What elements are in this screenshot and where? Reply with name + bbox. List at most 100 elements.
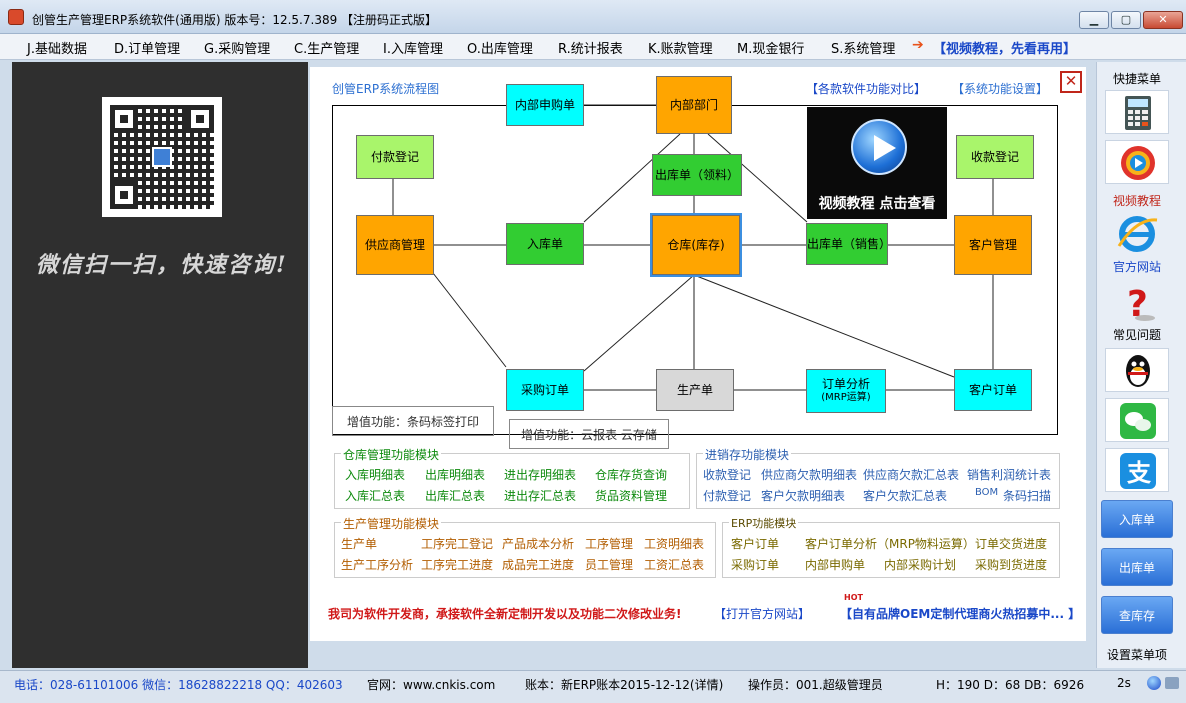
qr-pattern <box>110 105 214 209</box>
menu-outbound-mgmt[interactable]: O.出库管理 <box>467 42 533 57</box>
link-outbound-summary[interactable]: 出库汇总表 <box>425 489 486 503</box>
qr-finder <box>110 105 138 133</box>
link-process-completion-reg[interactable]: 工序完工登记 <box>421 537 494 551</box>
status-account[interactable]: 账本：新ERP账本2015-12-12(详情) <box>525 678 724 692</box>
link-inbound-detail[interactable]: 入库明细表 <box>345 468 406 482</box>
link-outbound-detail[interactable]: 出库明细表 <box>425 468 486 482</box>
calculator-icon[interactable] <box>1105 90 1169 134</box>
link-erp-delivery-progress[interactable]: 订单交货进度 <box>975 537 1048 551</box>
node-customer-mgmt[interactable]: 客户管理 <box>954 215 1032 275</box>
link-customer-debt-detail[interactable]: 客户欠款明细表 <box>761 489 846 503</box>
menu-inbound-mgmt[interactable]: I.入库管理 <box>383 42 443 57</box>
close-window-button[interactable]: ✕ <box>1143 11 1183 29</box>
quick-inbound-button[interactable]: 入库单 <box>1101 500 1173 538</box>
node-purchase-order[interactable]: 采购订单 <box>506 369 584 411</box>
node-internal-dept[interactable]: 内部部门 <box>656 76 732 134</box>
node-payment-reg[interactable]: 付款登记 <box>356 135 434 179</box>
video-tutorial-icon[interactable] <box>1105 140 1169 184</box>
link-product-data[interactable]: 货品资料管理 <box>595 489 668 503</box>
sidebar-item-video[interactable]: 视频教程 <box>1112 194 1161 208</box>
qq-icon[interactable] <box>1105 348 1169 392</box>
menu-settings-link[interactable]: 设置菜单项 <box>1106 648 1167 662</box>
link-supplier-debt-summary[interactable]: 供应商欠款汇总表 <box>863 468 960 482</box>
quick-stock-query-button[interactable]: 查库存 <box>1101 596 1173 634</box>
module-warehouse-title: 仓库管理功能模块 <box>341 446 442 463</box>
sidebar-item-faq[interactable]: 常见问题 <box>1112 328 1161 342</box>
node-outbound-sales[interactable]: 出库单（销售） <box>806 223 891 265</box>
link-payment-reg[interactable]: 付款登记 <box>703 489 752 503</box>
link-barcode-scan[interactable]: 条码扫描 <box>1003 489 1052 503</box>
quick-outbound-button[interactable]: 出库单 <box>1101 548 1173 586</box>
menu-production-mgmt[interactable]: C.生产管理 <box>294 42 360 57</box>
maximize-button[interactable]: ▢ <box>1111 11 1141 29</box>
node-supplier-mgmt[interactable]: 供应商管理 <box>356 215 434 275</box>
link-inbound-summary[interactable]: 入库汇总表 <box>345 489 406 503</box>
menu-basic-data[interactable]: J.基础数据 <box>27 42 87 57</box>
link-wage-summary[interactable]: 工资汇总表 <box>644 558 705 572</box>
video-promo-text: 视频教程 点击查看 <box>818 196 936 212</box>
module-psi-title: 进销存功能模块 <box>703 446 792 463</box>
menu-bar: J.基础数据 D.订单管理 G.采购管理 C.生产管理 I.入库管理 O.出库管… <box>0 34 1186 60</box>
menu-reports[interactable]: R.统计报表 <box>558 42 623 57</box>
main-panel: 创管ERP系统流程图 【各款软件功能对比】 【系统功能设置】 ✕ 内部申购 <box>310 67 1086 641</box>
connector <box>693 274 955 378</box>
link-receipt-reg[interactable]: 收款登记 <box>703 468 752 482</box>
node-receipt-reg[interactable]: 收款登记 <box>956 135 1034 179</box>
sidebar-item-website[interactable]: 官方网站 <box>1112 260 1161 274</box>
question-mark-icon[interactable]: ? <box>1105 280 1169 325</box>
close-panel-button[interactable]: ✕ <box>1060 71 1082 93</box>
link-bom[interactable]: BOM <box>975 487 999 498</box>
quick-menu-sidebar: 快捷菜单 视频教程 官方网站 ? 常见问题 支 入库单 出库单 查库存 设置菜单… <box>1096 62 1186 668</box>
ie-browser-icon[interactable] <box>1105 212 1169 256</box>
alipay-icon[interactable]: 支 <box>1105 448 1169 492</box>
link-wage-detail[interactable]: 工资明细表 <box>644 537 705 551</box>
status-seconds: 2s <box>1117 676 1131 690</box>
link-process-progress[interactable]: 工序完工进度 <box>421 558 494 572</box>
menu-cash-bank[interactable]: M.现金银行 <box>737 42 805 57</box>
node-inbound[interactable]: 入库单 <box>506 223 584 265</box>
oem-recruit-link[interactable]: 【自有品牌OEM定制代理商火热招募中... 】 <box>840 607 1081 621</box>
app-icon <box>8 9 24 25</box>
node-production[interactable]: 生产单 <box>656 369 734 411</box>
node-warehouse[interactable]: 仓库(库存) <box>650 213 742 277</box>
compare-link[interactable]: 【各款软件功能对比】 <box>806 82 927 96</box>
link-product-progress[interactable]: 成品完工进度 <box>502 558 575 572</box>
minimize-button[interactable]: ▁ <box>1079 11 1109 29</box>
menu-purchase-mgmt[interactable]: G.采购管理 <box>204 42 271 57</box>
link-customer-debt-summary[interactable]: 客户欠款汇总表 <box>863 489 948 503</box>
link-employee-mgmt[interactable]: 员工管理 <box>585 558 634 572</box>
link-sales-profit[interactable]: 销售利润统计表 <box>967 468 1052 482</box>
link-stock-query[interactable]: 仓库存货查询 <box>595 468 668 482</box>
node-internal-purchase[interactable]: 内部申购单 <box>506 84 584 126</box>
qr-finder <box>186 105 214 133</box>
link-erp-internal-purchase[interactable]: 内部申购单 <box>805 558 866 572</box>
menu-accounts[interactable]: K.账款管理 <box>648 42 713 57</box>
link-io-summary[interactable]: 进出存汇总表 <box>504 489 577 503</box>
link-production-order[interactable]: 生产单 <box>341 537 378 551</box>
left-panel: 微信扫一扫，快速咨询! <box>12 62 308 668</box>
link-erp-customer-order[interactable]: 客户订单 <box>731 537 780 551</box>
module-production-title: 生产管理功能模块 <box>341 515 442 532</box>
link-supplier-debt-detail[interactable]: 供应商欠款明细表 <box>761 468 858 482</box>
link-erp-mrp-analysis[interactable]: 客户订单分析（MRP物料运算） <box>805 537 975 551</box>
video-tutorial-promo[interactable]: 视频教程 点击查看 <box>807 107 947 219</box>
menu-video-tutorial[interactable]: 【视频教程，先看再用】 <box>933 42 1077 57</box>
link-io-detail[interactable]: 进出存明细表 <box>504 468 577 482</box>
node-customer-order[interactable]: 客户订单 <box>954 369 1032 411</box>
open-official-site-link[interactable]: 【打开官方网站】 <box>714 607 811 621</box>
vas-cloud-button[interactable]: 增值功能：云报表 云存储 <box>509 419 669 449</box>
menu-order-mgmt[interactable]: D.订单管理 <box>114 42 181 57</box>
menu-system-mgmt[interactable]: S.系统管理 <box>831 42 896 57</box>
node-order-analysis[interactable]: 订单分析 (MRP运算) <box>806 369 886 413</box>
vas-barcode-button[interactable]: 增值功能：条码标签打印 <box>332 406 494 436</box>
link-erp-purchase-order[interactable]: 采购订单 <box>731 558 780 572</box>
link-process-mgmt[interactable]: 工序管理 <box>585 537 634 551</box>
connector <box>583 274 695 372</box>
link-process-analysis[interactable]: 生产工序分析 <box>341 558 414 572</box>
link-erp-arrival-progress[interactable]: 采购到货进度 <box>975 558 1048 572</box>
wechat-icon[interactable] <box>1105 398 1169 442</box>
link-cost-analysis[interactable]: 产品成本分析 <box>502 537 575 551</box>
node-outbound-material[interactable]: 出库单（领料） <box>652 154 742 196</box>
settings-link[interactable]: 【系统功能设置】 <box>952 82 1049 96</box>
link-erp-purchase-plan[interactable]: 内部采购计划 <box>884 558 957 572</box>
